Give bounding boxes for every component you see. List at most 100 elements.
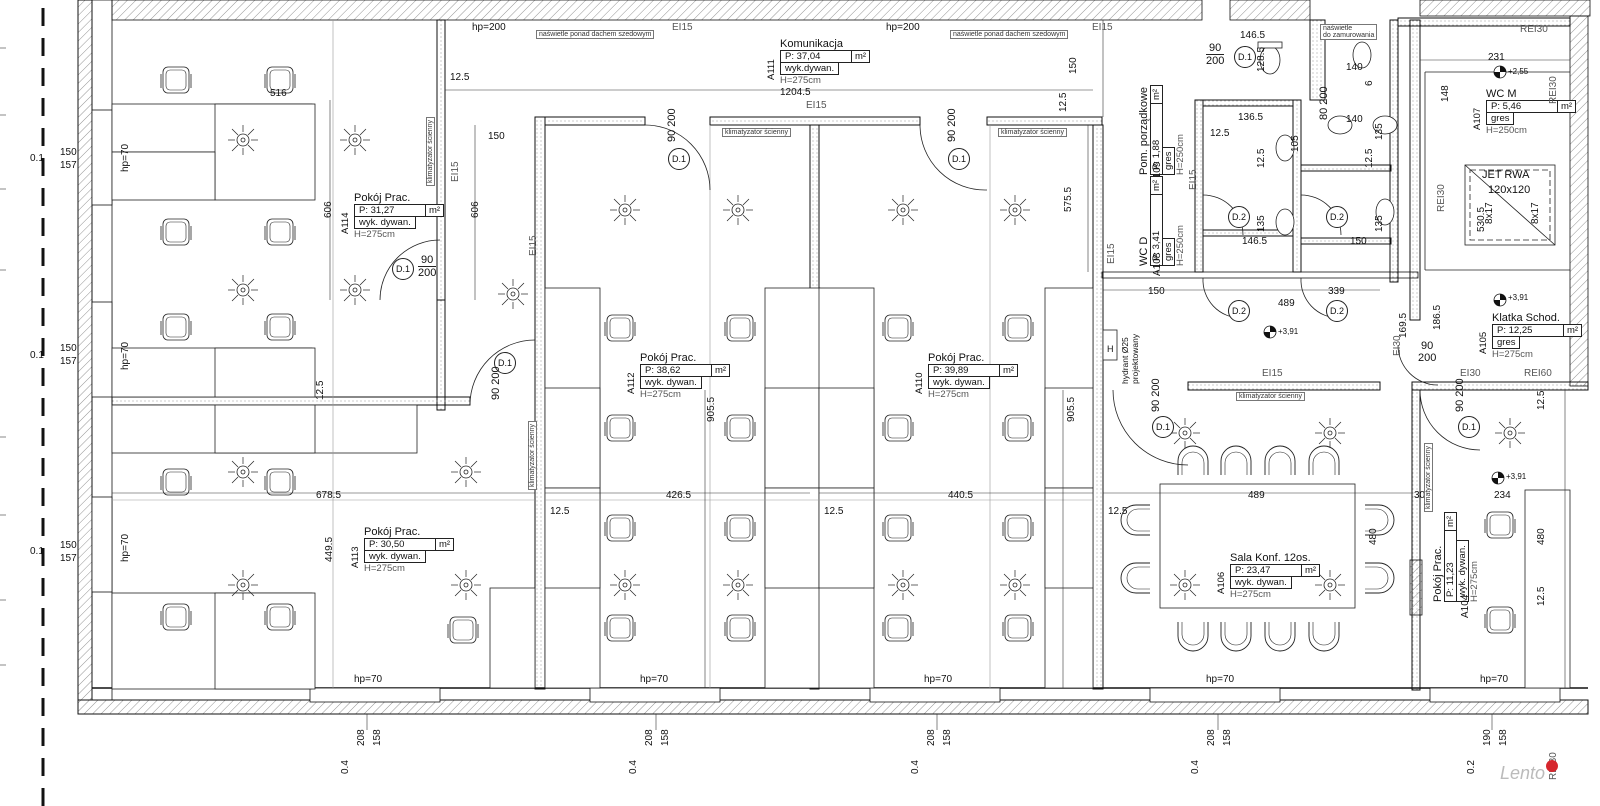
fire-rating: REI30 — [1520, 24, 1548, 35]
room-area: P: 11,23 — [1444, 530, 1457, 602]
dim-label: 12.5 — [824, 506, 844, 517]
door-height: 200 — [1206, 54, 1225, 67]
door-type-label: D.2 — [1326, 206, 1348, 228]
sill-height-label: hp=70 — [354, 674, 383, 685]
room-floor: wyk. dywan. — [1230, 577, 1292, 589]
door-width: 90 — [421, 254, 434, 266]
room-code: A107 — [1472, 107, 1483, 130]
level-label: +3,91 — [1508, 293, 1529, 302]
room-code: A105 — [1478, 331, 1489, 354]
room-area: P: 31,27 — [354, 204, 426, 217]
room-height: H=275cm — [354, 229, 395, 240]
room-area: P: 30,50 — [364, 538, 436, 551]
dim-label: 12.5 — [1108, 506, 1128, 517]
room-code: A113 — [350, 546, 361, 568]
dim-label: 12.5 — [550, 506, 570, 517]
door-swings — [379, 124, 1481, 466]
room-height: H=275cm — [928, 389, 969, 400]
window-dim: 157 — [60, 356, 77, 367]
room-height: H=275cm — [364, 563, 405, 574]
room-name: Pokój Prac. — [354, 192, 411, 204]
window-dim: 208 — [1206, 729, 1217, 746]
door-size: 90 200 — [946, 108, 958, 142]
dim-label: 146.5 — [1242, 236, 1268, 247]
dim-label: 480 — [1368, 528, 1379, 545]
dim-label: 150 — [1068, 57, 1079, 74]
fire-rating: REI60 — [1524, 368, 1552, 379]
window-dim: 158 — [1222, 729, 1233, 746]
door-size: 90 200 — [1454, 378, 1466, 412]
window-dim: 190 — [1482, 729, 1493, 746]
dim-label: 8x17 — [1484, 202, 1495, 224]
room-name: Sala Konf. 12os. — [1230, 552, 1311, 564]
room-code-a104: A104 — [1460, 594, 1471, 618]
room-name: Komunikacja — [780, 38, 843, 50]
area-unit: m² — [852, 50, 871, 63]
level-label: +3,91 — [1278, 327, 1299, 336]
door-marker: D.2 — [1228, 206, 1250, 228]
sill-height-label: hp=70 — [120, 341, 131, 370]
room-name: Pokój Prac. — [928, 352, 985, 364]
dim-label: hp=200 — [472, 22, 506, 33]
dim-label: 140 — [1346, 114, 1363, 125]
area-unit: m² — [1150, 84, 1163, 103]
ac-unit-note: klimatyzator ścienny — [998, 128, 1068, 137]
window-dim: 158 — [660, 729, 671, 746]
dim-label: 135 — [1374, 215, 1385, 232]
room-area: P: 12,25 — [1492, 324, 1564, 337]
dim-label: 489 — [1248, 490, 1265, 501]
room-floor: wyk. dywan. — [364, 551, 426, 563]
door-marker: D.1 — [1152, 416, 1174, 438]
dim-label: 150 — [1350, 236, 1367, 247]
door-marker: D.1 — [948, 148, 970, 170]
fire-rating: EI15 — [672, 22, 693, 33]
room-name: Pom. porządkowe — [1138, 86, 1150, 175]
dim-label: hp=200 — [886, 22, 920, 33]
window-sill-mark: 0.4 — [910, 760, 921, 774]
ac-unit-note: klimatyzator ścienny — [1236, 392, 1306, 401]
door-type-label: D.2 — [1228, 206, 1250, 228]
window-sill-mark: 0.4 — [340, 760, 351, 774]
door-height: 200 — [666, 108, 678, 127]
room-code-a108: A108 — [1152, 252, 1163, 276]
dim-label: 12.5 — [315, 380, 326, 400]
smoke-vent-size: 120x120 — [1488, 184, 1531, 196]
door-width: 90 — [490, 387, 502, 400]
room-name: Pokój Prac. — [364, 526, 421, 538]
dim-label: 575.5 — [1063, 186, 1074, 212]
dim-label: 186.5 — [1432, 304, 1443, 330]
window-dim: 208 — [356, 729, 367, 746]
window-dim: 158 — [372, 729, 383, 746]
window-dim: 158 — [1498, 729, 1509, 746]
door-type-label: D.1 — [1152, 416, 1174, 438]
room-height: H=275cm — [640, 389, 681, 400]
fire-rating: EI15 — [1262, 368, 1283, 379]
fire-rating: REI30 — [1548, 76, 1559, 104]
room-height: H=275cm — [1492, 349, 1533, 360]
door-width: 90 — [666, 129, 678, 142]
room-height: H=275cm — [1469, 561, 1480, 602]
door-marker: D.1 — [1458, 416, 1480, 438]
window-dim: 208 — [644, 729, 655, 746]
dim-label: 12.5 — [1536, 390, 1547, 410]
window-sill-mark: 0.2 — [1466, 760, 1477, 774]
room-floor: gres — [1486, 113, 1515, 125]
skylight-close-note: naświetle do zamurowania — [1320, 24, 1378, 40]
room-code: A111 — [766, 59, 777, 80]
window-sill-mark: 0.1 — [30, 153, 44, 164]
dim-label: 135 — [1256, 215, 1267, 232]
room-code: A106 — [1216, 571, 1227, 594]
room-height: H=275cm — [1230, 589, 1271, 600]
level-label: +3,91 — [1506, 472, 1527, 481]
hydrant-note: hydrant Ø25 projektowany — [1120, 333, 1140, 384]
door-type-label: D.1 — [668, 148, 690, 170]
door-size: 90 200 — [490, 366, 502, 400]
sill-height-label: hp=70 — [1206, 674, 1235, 685]
area-unit: m² — [436, 538, 455, 551]
dim-label: 480 — [1536, 528, 1547, 545]
